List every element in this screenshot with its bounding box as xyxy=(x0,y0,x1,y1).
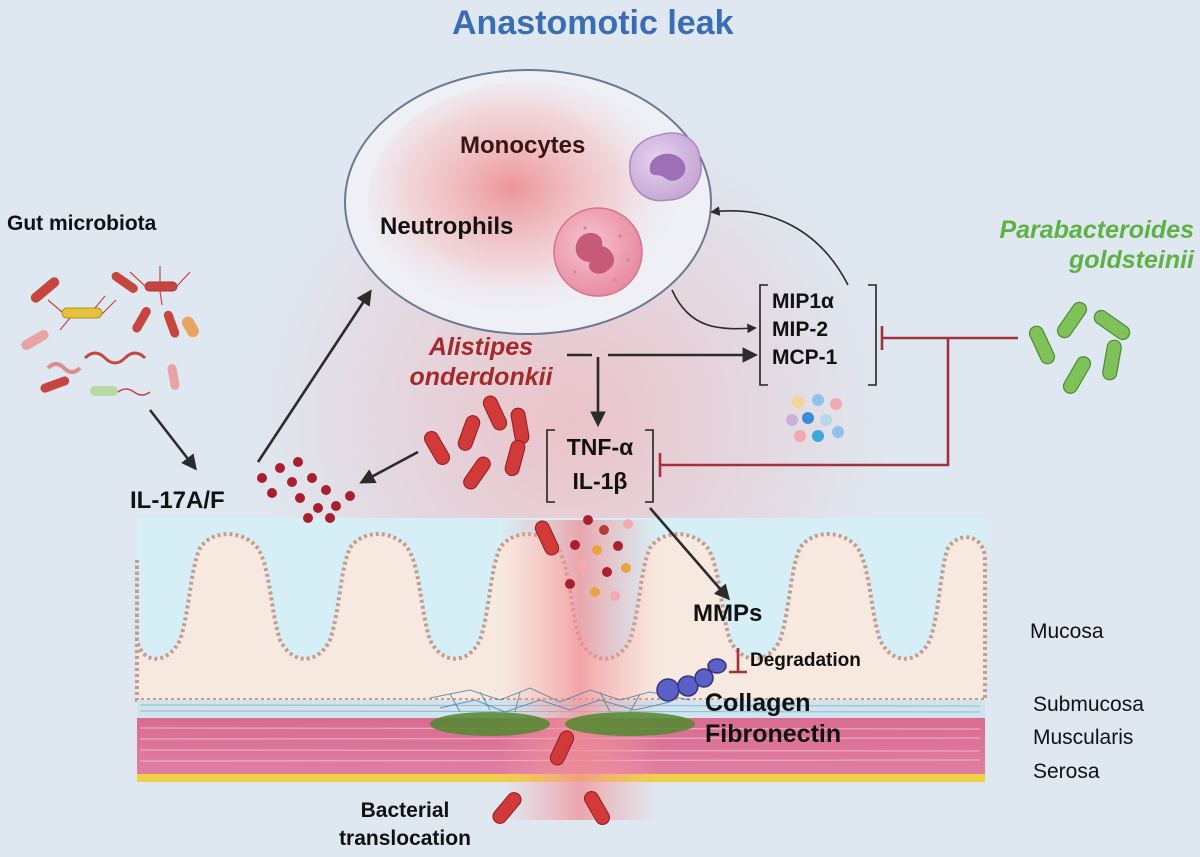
chemokine-bracket xyxy=(759,284,877,386)
collagen-mesh xyxy=(429,687,691,713)
label-alistipes: Alistipes onderdonkii xyxy=(398,332,564,392)
chemokine-mip2: MIP-2 xyxy=(772,318,829,341)
neutrophil-cell xyxy=(553,207,643,297)
arrow-cells-to-chemokines xyxy=(671,289,757,334)
arrow-microbiota-to-il17 xyxy=(148,409,197,471)
cytokine-list: TNF-α IL-1β xyxy=(555,430,645,498)
arrow-tnf-to-mmps xyxy=(649,507,731,601)
il17-cytokine-dots xyxy=(257,457,355,523)
layer-serosa: Serosa xyxy=(1033,760,1100,783)
cytokine-bracket xyxy=(546,429,654,503)
alistipes-line1: Alistipes xyxy=(428,333,534,361)
tnf-il1-dots xyxy=(565,515,633,601)
chemokine-mip1a: MIP1α xyxy=(772,290,834,313)
mmp-enzyme xyxy=(656,658,727,702)
parabacteroides-line2: goldsteinii xyxy=(1069,246,1194,274)
label-gut-microbiota: Gut microbiota xyxy=(7,212,157,235)
alistipes-line2: onderdonkii xyxy=(409,363,553,391)
layer-muscularis: Muscularis xyxy=(1033,726,1134,749)
arrows xyxy=(148,289,759,601)
cytokine-il1b: IL-1β xyxy=(572,468,628,494)
label-fibronectin: Fibronectin xyxy=(705,720,842,748)
label-il17: IL-17A/F xyxy=(130,487,225,514)
chemokine-list: MIP1α MIP-2 MCP-1 xyxy=(772,288,837,372)
arrow-chemokines-to-cells xyxy=(710,206,849,286)
label-degradation: Degradation xyxy=(750,650,861,671)
parabacteroides-bacteria xyxy=(1028,301,1131,394)
diagram-title: Anastomotic leak xyxy=(452,4,734,42)
gut-microbiota-bacteria xyxy=(21,266,199,396)
label-translocation: Bacterial translocation xyxy=(330,797,480,853)
label-mmps: MMPs xyxy=(693,600,763,627)
immune-cell-cluster xyxy=(344,69,712,335)
label-parabacteroides: Parabacteroides goldsteinii xyxy=(950,215,1194,275)
label-collagen: Collagen xyxy=(705,689,811,717)
parabacteroides-line1: Parabacteroides xyxy=(999,216,1194,244)
monocyte-cell xyxy=(629,132,702,202)
fibronectin-patch-right xyxy=(565,712,695,736)
layer-submucosa: Submucosa xyxy=(1033,693,1144,716)
arrow-il17-to-cells xyxy=(256,289,372,463)
label-monocytes: Monocytes xyxy=(460,132,586,159)
chemokine-dots xyxy=(786,394,844,442)
fibronectin-patch-left xyxy=(430,712,550,736)
layer-mucosa: Mucosa xyxy=(1030,620,1104,643)
chemokine-mcp1: MCP-1 xyxy=(772,346,838,369)
arrow-alistipes-to-il17 xyxy=(359,450,419,484)
label-neutrophils: Neutrophils xyxy=(380,213,514,240)
translocation-line2: translocation xyxy=(339,827,471,850)
alistipes-bacteria xyxy=(424,395,610,826)
cytokine-tnfa: TNF-α xyxy=(566,434,634,460)
translocation-line1: Bacterial xyxy=(360,799,450,822)
inhibition-lines xyxy=(658,326,1018,674)
